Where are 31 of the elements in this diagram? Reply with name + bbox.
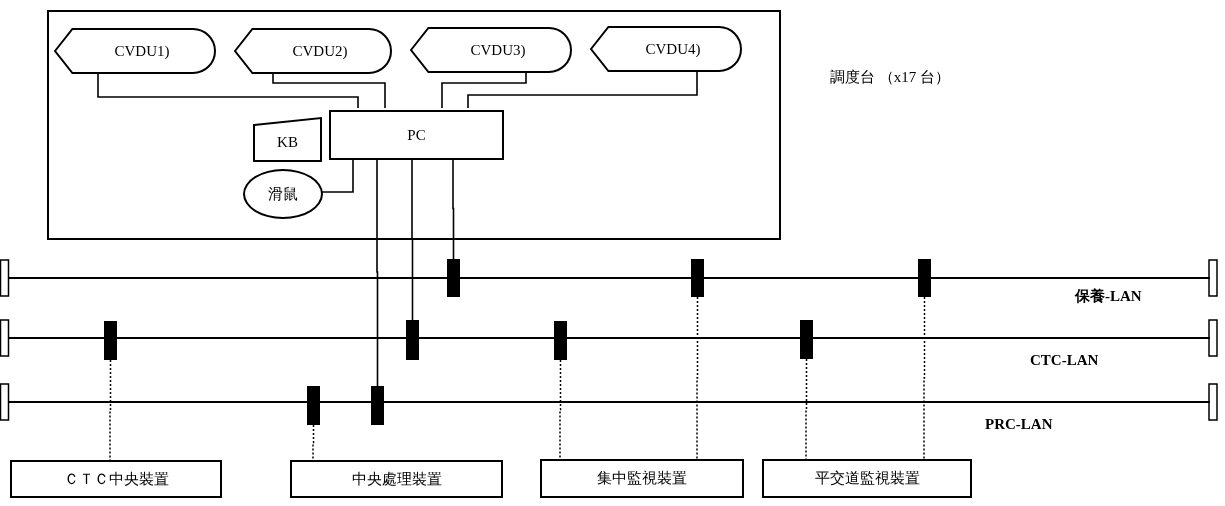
- network-tap: [371, 386, 384, 425]
- dotted-connector: [805, 358, 808, 460]
- network-tap: [800, 320, 813, 359]
- network-tap: [406, 320, 419, 360]
- network-tap: [691, 259, 704, 297]
- bus-label: 保養-LAN: [1075, 287, 1142, 306]
- display-symbol: CVDU4): [590, 26, 742, 72]
- network-tap: [447, 259, 460, 297]
- network-tap: [918, 259, 931, 297]
- dotted-connector: [559, 359, 562, 460]
- console-caption: 調度台 （x17 台）: [830, 68, 950, 87]
- bus-label: PRC-LAN: [985, 416, 1053, 433]
- dotted-connector: [109, 359, 112, 461]
- device-box: 中央處理裝置: [290, 460, 503, 498]
- device-box: 集中監視裝置: [540, 459, 744, 498]
- bus-label: CTC-LAN: [1030, 352, 1099, 369]
- dotted-connector: [923, 296, 926, 460]
- display-symbol: CVDU3): [410, 27, 572, 73]
- console-frame: [47, 10, 781, 240]
- network-tap: [307, 386, 320, 425]
- device-box: 平交道監視裝置: [762, 459, 972, 498]
- network-tap: [554, 321, 567, 360]
- network-tap: [104, 321, 117, 360]
- computer-box: PC: [329, 110, 504, 160]
- display-symbol: CVDU1): [54, 28, 216, 74]
- keyboard-symbol: KB: [253, 117, 322, 162]
- dotted-connector: [696, 296, 699, 460]
- device-box: ＣＴＣ中央裝置: [10, 460, 222, 498]
- dotted-connector: [312, 424, 315, 461]
- mouse-ellipse: 滑鼠: [243, 169, 323, 219]
- display-symbol: CVDU2): [234, 28, 392, 74]
